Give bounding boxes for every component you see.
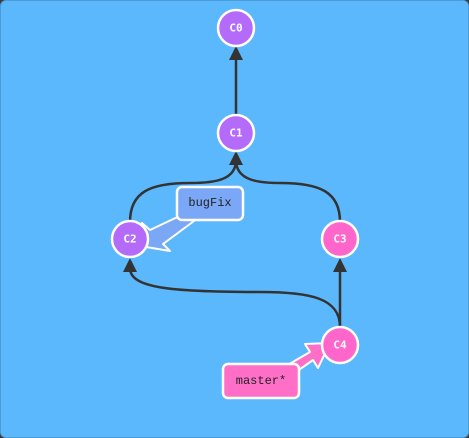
- edge-c1-c0-arrow-icon: [229, 46, 243, 60]
- edge-c4-c2: [128, 267, 342, 328]
- commit-c0-circle: [216, 8, 256, 48]
- commit-c1-label: C1: [229, 127, 243, 140]
- edge-c1-arrow-icon: [229, 151, 243, 165]
- commit-c3-circle: [320, 219, 360, 259]
- branch-master[interactable]: master*: [221, 362, 301, 400]
- edges-layer: [123, 46, 347, 328]
- commit-c2[interactable]: C2: [110, 219, 150, 259]
- edge-c3-arrow-icon: [333, 258, 347, 272]
- commit-c4-label: C4: [333, 339, 347, 352]
- commit-c4[interactable]: C4: [320, 325, 360, 365]
- commit-c2-label: C2: [123, 233, 136, 246]
- edge-c3-c1: [234, 159, 342, 223]
- edge-c2-c1: [128, 159, 238, 223]
- branch-bugfix-label: bugFix: [188, 196, 231, 210]
- bugfix-pointer-arrow-icon: [141, 212, 195, 252]
- commit-c3[interactable]: C3: [320, 219, 360, 259]
- edge-c2-arrow-icon: [123, 258, 137, 272]
- commit-c4-circle: [320, 325, 360, 365]
- branch-arrows-layer: [141, 212, 331, 380]
- commit-c3-label: C3: [333, 233, 346, 246]
- commit-c2-circle: [110, 219, 150, 259]
- branch-bugfix-box: [175, 185, 245, 222]
- branch-master-label: master*: [236, 374, 286, 388]
- commit-c1[interactable]: C1: [216, 113, 256, 153]
- branch-bugfix[interactable]: bugFix: [175, 185, 245, 222]
- branch-master-box: [221, 362, 301, 400]
- commit-c0-label: C0: [229, 22, 242, 35]
- commit-c1-circle: [216, 113, 256, 153]
- commit-c0[interactable]: C0: [216, 8, 256, 48]
